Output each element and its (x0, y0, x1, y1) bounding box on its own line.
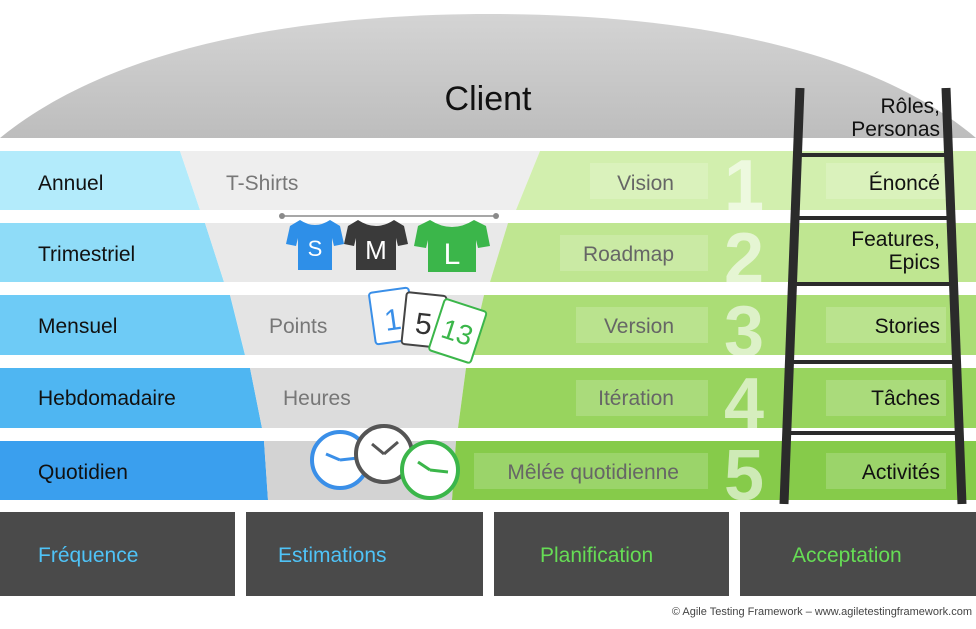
footer-label-planning: Planification (540, 544, 654, 567)
tshirts-icon: S M L (279, 213, 499, 272)
client-title: Client (444, 80, 532, 118)
acceptance-label-5: Activités (862, 461, 940, 484)
frequency-band-5 (0, 441, 268, 500)
acceptance-line: Rôles, (880, 95, 940, 118)
planning-band-4 (458, 368, 976, 428)
planning-label-4: Itération (598, 387, 674, 410)
estimation-label-hours: Heures (283, 387, 351, 410)
planning-label-3: Version (603, 315, 674, 338)
frequency-label-1: Annuel (38, 172, 104, 195)
level-number-2: 2 (724, 219, 764, 299)
clock-green-icon (400, 440, 460, 500)
acceptance-label-personas: Rôles, Personas (851, 95, 940, 141)
frequency-label-2: Trimestriel (38, 243, 136, 266)
planning-highlights (474, 163, 946, 489)
level-number-4: 4 (724, 364, 764, 444)
planning-label-1: Vision (617, 172, 674, 195)
ladder-icon (779, 87, 967, 505)
frequency-bands (0, 151, 268, 500)
cards-icon: 1 5 13 (368, 286, 488, 364)
footer-block-frequency (0, 512, 235, 596)
footer-block-acceptance (740, 512, 976, 596)
footer-blocks (0, 512, 976, 596)
frequency-label-3: Mensuel (38, 315, 118, 338)
acceptance-line: Énoncé (868, 172, 940, 195)
tshirt-large-icon (414, 220, 490, 272)
acceptance-line: Features, (851, 228, 940, 251)
level-numbers: 1 2 3 4 5 (724, 146, 764, 516)
level-number-1: 1 (724, 146, 764, 226)
footer-label-estimations: Estimations (278, 544, 387, 567)
acceptance-label-2: Features, Epics (851, 228, 940, 274)
tshirt-small-label: S (308, 236, 323, 261)
funnel-band-1 (180, 151, 540, 210)
frequency-band-2 (0, 223, 224, 282)
footer-block-estimations (246, 512, 483, 596)
planning-bands (452, 151, 976, 500)
tshirt-medium-icon (344, 220, 408, 270)
acceptance-label-1: Énoncé (869, 172, 940, 195)
planning-band-3 (470, 295, 976, 355)
acceptance-line: Stories (874, 315, 940, 338)
tshirt-small-icon (286, 220, 344, 270)
card-13: 13 (428, 298, 488, 364)
card-5-value: 5 (414, 307, 434, 342)
acceptance-line: Epics (888, 251, 940, 274)
frequency-label-5: Quotidien (38, 461, 128, 484)
frequency-band-3 (0, 295, 245, 355)
client-dome (0, 14, 976, 138)
frequency-label-4: Hebdomadaire (38, 387, 176, 410)
frequency-band-4 (0, 368, 262, 428)
acceptance-label-3: Stories (875, 315, 940, 338)
level-number-5: 5 (724, 436, 764, 516)
planning-band-2 (490, 223, 976, 282)
acceptance-line: Activités (861, 461, 940, 484)
footer-label-frequency: Fréquence (38, 544, 139, 567)
tshirt-medium-label: M (365, 235, 387, 265)
planning-band-1 (516, 151, 976, 210)
estimation-label-tshirts: T-Shirts (226, 172, 299, 195)
estimation-label-points: Points (269, 315, 328, 338)
planning-band-5 (452, 441, 976, 500)
clocks-icon (310, 424, 460, 500)
funnel-band-4 (250, 368, 466, 428)
card-1-value: 1 (382, 303, 403, 338)
planning-label-2: Roadmap (582, 243, 674, 266)
frequency-band-1 (0, 151, 200, 210)
footer-block-planning (494, 512, 729, 596)
level-number-3: 3 (724, 292, 764, 372)
tshirt-large-label: L (444, 238, 461, 271)
copyright-notice: © Agile Testing Framework – www.agiletes… (671, 606, 972, 618)
acceptance-line: Tâches (871, 387, 940, 410)
acceptance-line: Personas (851, 118, 940, 141)
acceptance-label-4: Tâches (871, 387, 940, 410)
planning-label-5: Mêlée quotidienne (507, 461, 679, 484)
footer-label-acceptance: Acceptation (792, 544, 902, 567)
